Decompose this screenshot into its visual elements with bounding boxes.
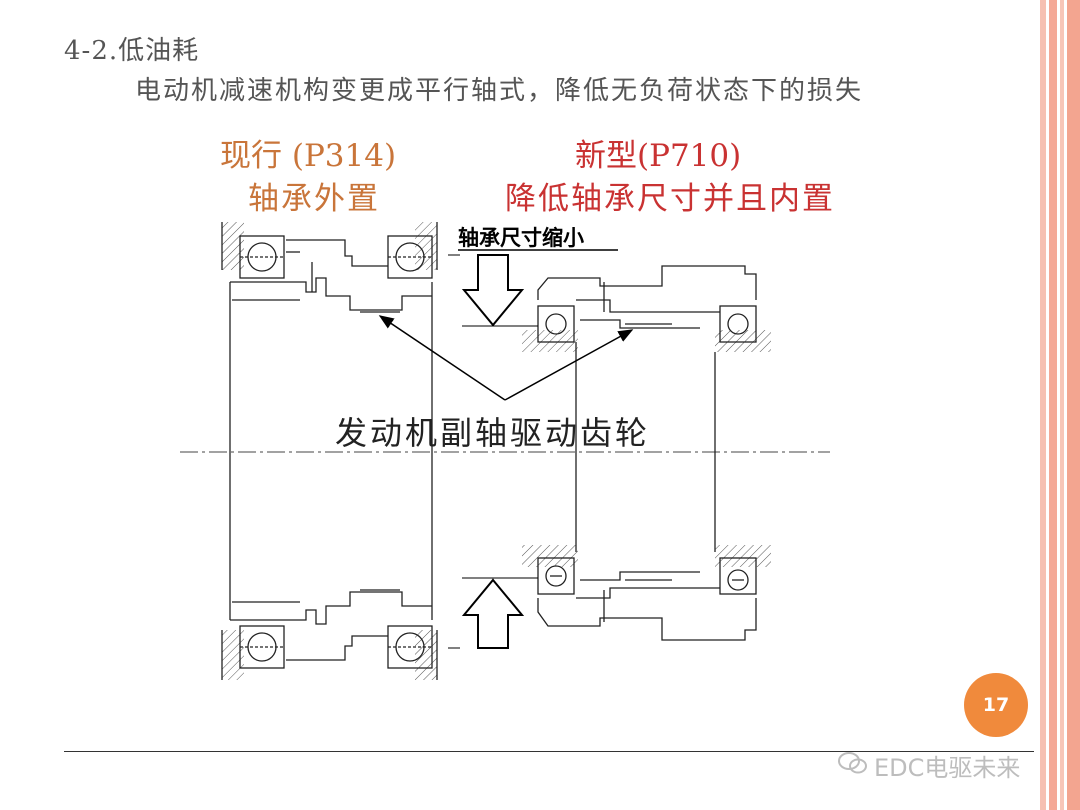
right-top-bearing-1 [537,305,575,343]
decor-stripe [1060,0,1064,810]
decor-stripe [1067,0,1080,810]
shrink-arrow-down [461,254,525,327]
bearing-shrink-label: 轴承尺寸缩小 [458,226,584,250]
gear-label: 发动机副轴驱动齿轮 [335,414,651,452]
slide-subtitle: 电动机减速机构变更成平行轴式，降低无负荷状态下的损失 [135,76,864,106]
watermark: EDC电驱未来 [838,748,1020,783]
wechat-icon [838,751,868,781]
left-top-bearing-1 [239,235,285,279]
decor-stripe [1049,0,1057,810]
watermark-text: EDC电驱未来 [874,754,1021,782]
right-heading-model: 新型(P710) [575,138,742,174]
left-bottom-bearing-2 [387,625,433,669]
left-heading-model: 现行 (P314) [220,138,397,174]
left-top-bearing-2 [387,235,433,279]
gear-leader-lines [378,315,634,401]
left-bottom-bearing-1 [239,625,285,669]
right-top-bearing-2 [719,305,757,343]
right-bottom-bearing-2 [719,557,757,595]
footer-divider [64,751,1034,752]
page-number-badge: 17 [964,673,1028,737]
right-heading-desc: 降低轴承尺寸并且内置 [505,181,835,217]
slide-title: 4-2.低油耗 [64,36,200,66]
right-gear-assembly [522,265,771,641]
right-bottom-bearing-1 [537,557,575,595]
decor-stripe [1040,0,1046,810]
left-heading-desc: 轴承外置 [248,181,380,217]
left-gear-assembly [221,222,438,680]
shrink-arrow-up [461,578,525,649]
